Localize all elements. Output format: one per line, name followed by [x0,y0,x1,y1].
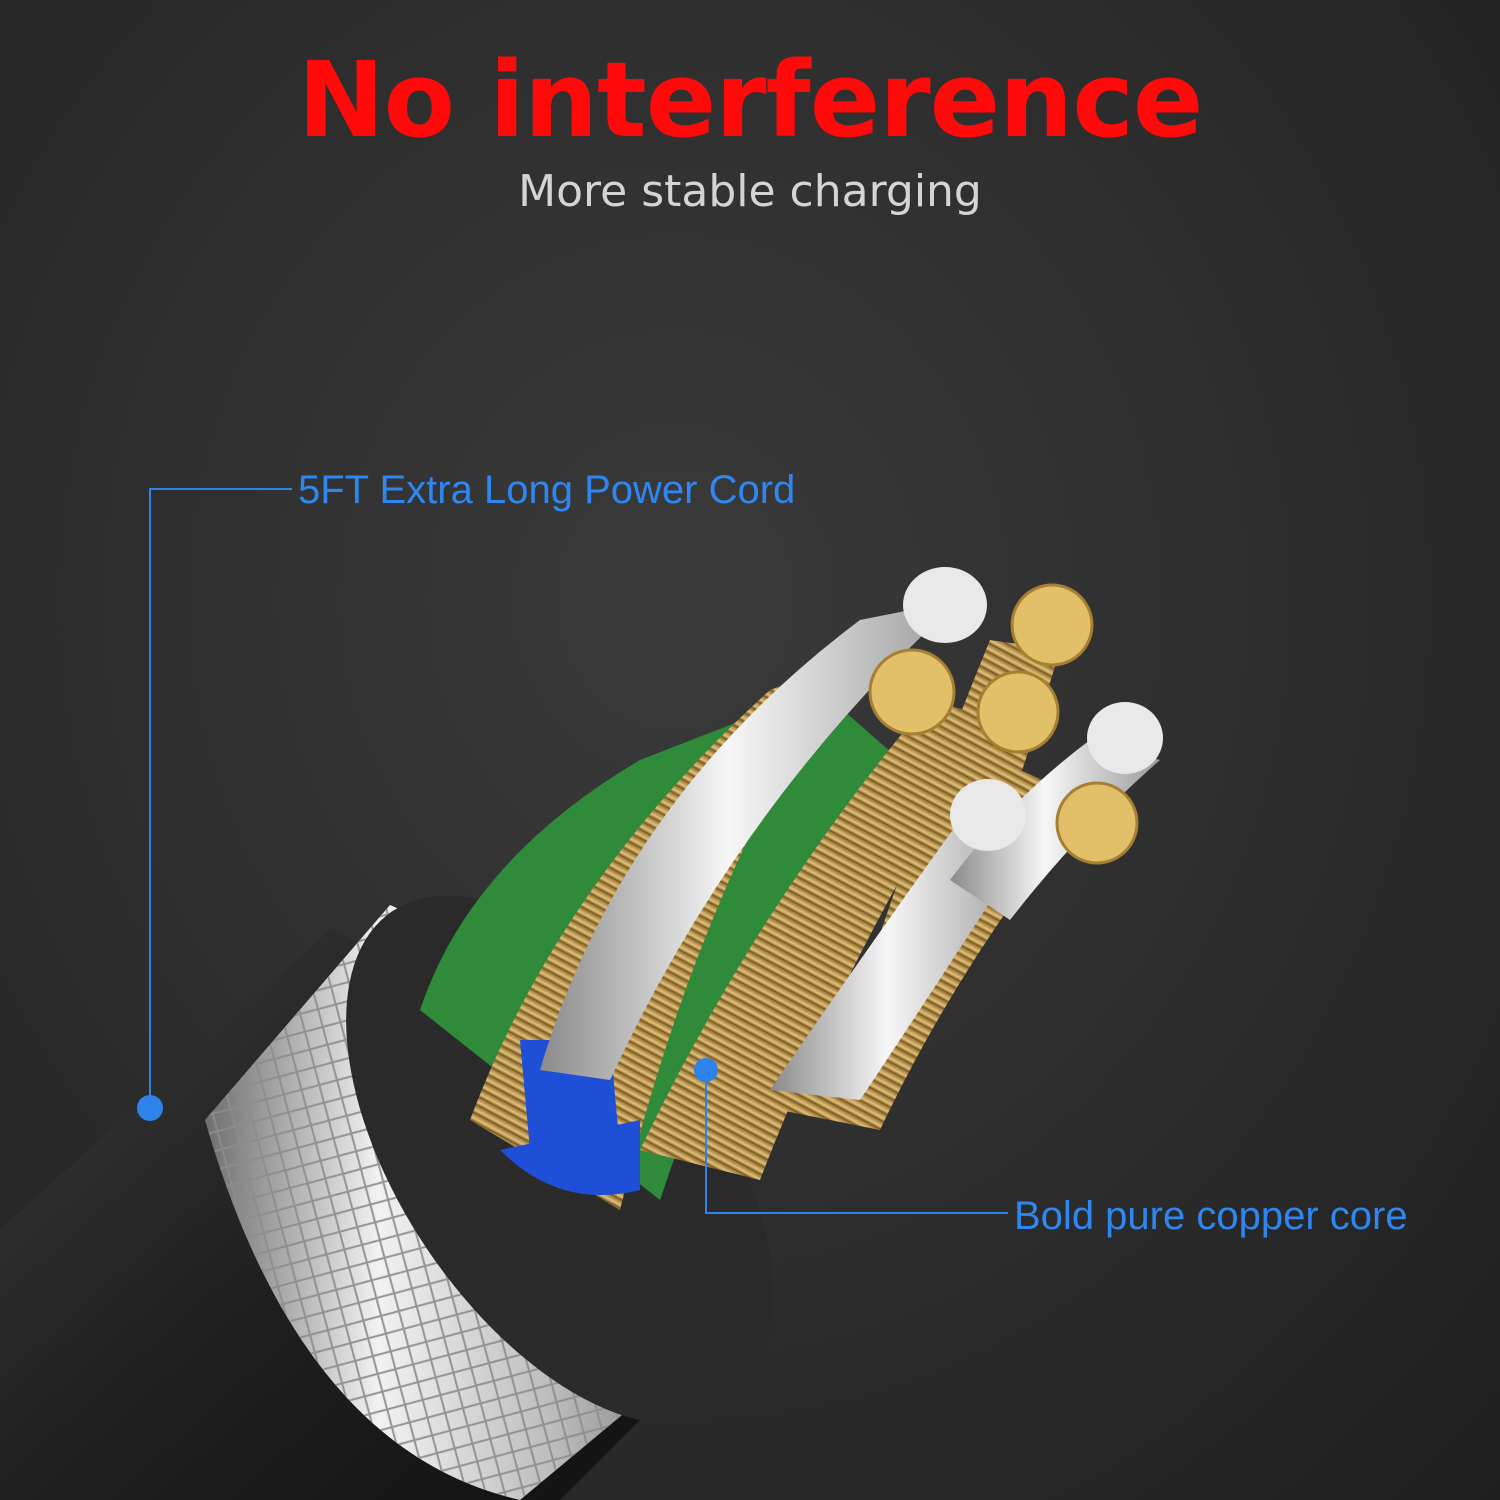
wire-bundle [420,600,1160,1210]
subheadline: More stable charging [518,166,982,217]
headline: No interference [297,39,1204,161]
callout-power-cord-label: 5FT Extra Long Power Cord [298,468,796,512]
callout-copper-core-label: Bold pure copper core [1014,1194,1408,1238]
callout-cord-line [137,488,292,1121]
callout-copper-line [694,1058,1008,1214]
wire-ends [868,567,1163,865]
